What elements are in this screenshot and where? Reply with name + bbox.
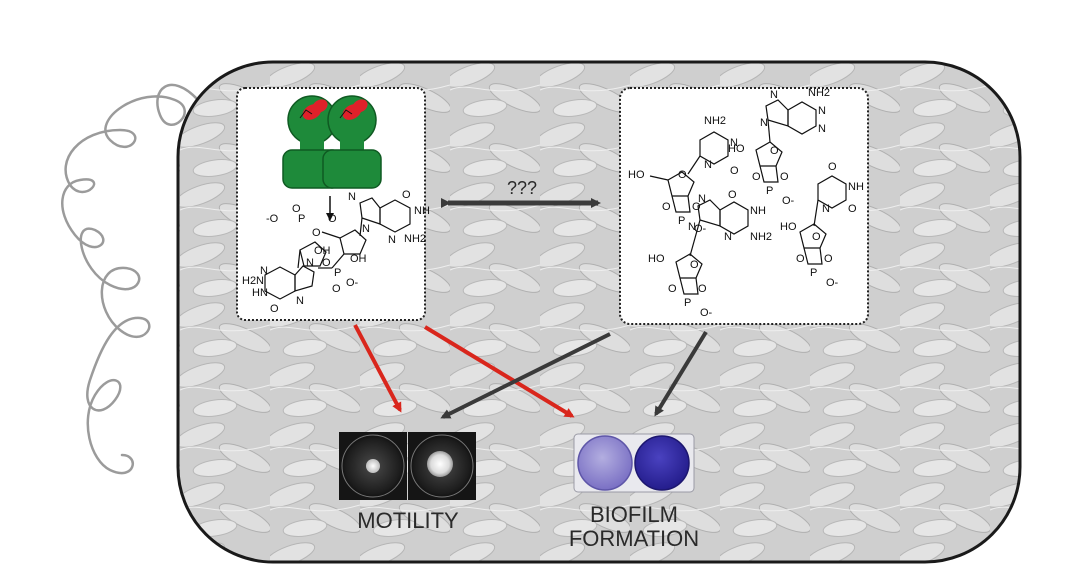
uri-atom: O	[812, 231, 821, 243]
cyto-atom: O-	[694, 223, 707, 235]
cdg-atom: O	[332, 283, 341, 295]
dark-arrow-to-biofilm	[654, 330, 708, 417]
cdg-atom: O	[328, 213, 337, 225]
guan-atom: O	[668, 283, 677, 295]
cyto-atom: HO	[628, 169, 645, 181]
guan-atom: N	[724, 231, 732, 243]
flagellum-squiggle	[61, 83, 200, 475]
guan-atom: O	[728, 189, 737, 201]
cnmp-labels: NH2 N N O HO O O O P O- NH2 N N N N HO O…	[628, 87, 864, 319]
cdg-atom: O	[292, 203, 301, 215]
cyto-atom: O	[678, 169, 687, 181]
cdg-atom: N	[388, 234, 396, 246]
guan-atom: NH	[750, 205, 766, 217]
cdg-atom: O	[270, 303, 279, 315]
aden-atom: O	[752, 171, 761, 183]
cdg-atom: H2N	[242, 275, 264, 287]
guan-atom: O	[690, 259, 699, 271]
uri-atom: O	[796, 253, 805, 265]
cdg-structure	[264, 197, 411, 300]
aden-atom: N	[818, 123, 826, 135]
cdg-atom: N	[296, 295, 304, 307]
uri-atom: NH	[848, 181, 864, 193]
cyto-atom: P	[678, 215, 685, 227]
uri-atom: O	[848, 203, 857, 215]
guan-atom: N	[698, 193, 706, 205]
cdg-atom: O	[402, 189, 411, 201]
aden-atom: N	[760, 117, 768, 129]
cyto-atom: NH2	[704, 115, 726, 127]
cdg-box	[236, 87, 426, 321]
guan-atom: NH2	[750, 231, 772, 243]
guan-atom: O-	[700, 307, 713, 319]
aden-atom: NH2	[808, 87, 830, 99]
red-arrow-to-biofilm	[423, 325, 575, 418]
cdg-atom: P	[298, 213, 305, 225]
cdg-atom: O	[312, 227, 321, 239]
aden-atom: HO	[728, 143, 745, 155]
cdg-atom: N	[306, 257, 314, 269]
uri-atom: O	[828, 161, 837, 173]
protein-dimer-icon	[282, 95, 382, 189]
cdg-labels: O NH N NH2 N N O -O P O O OH H2N N HN N …	[242, 189, 430, 315]
cdg-atom: HN	[252, 287, 268, 299]
red-arrow-to-motility	[353, 324, 402, 413]
cyto-atom: O	[730, 165, 739, 177]
aden-atom: P	[766, 185, 773, 197]
aden-atom: O	[780, 171, 789, 183]
cnmp-box	[619, 87, 869, 325]
cyto-atom: N	[730, 137, 738, 149]
cdg-atom: OH	[314, 245, 331, 257]
uri-atom: O	[824, 253, 833, 265]
crosstalk-question: ???	[507, 178, 537, 198]
cdg-atom: OH	[350, 253, 367, 265]
biofilm-label-line1: BIOFILM	[590, 502, 678, 527]
guan-atom: HO	[648, 253, 665, 265]
uri-atom: N	[822, 203, 830, 215]
cdg-atom: O	[322, 257, 331, 269]
uri-atom: O-	[826, 277, 839, 289]
cdg-atom: N	[362, 223, 370, 235]
cnmp-structures	[649, 99, 847, 295]
biofilm-wells	[573, 433, 695, 493]
cdg-atom: O-	[346, 277, 359, 289]
guan-atom: N	[688, 221, 696, 233]
uri-atom: HO	[780, 221, 797, 233]
cdg-atom: NH2	[404, 233, 426, 245]
motility-plates	[339, 432, 476, 500]
cdg-atom: NH	[414, 205, 430, 217]
aden-atom: N	[818, 105, 826, 117]
cdg-atom: N	[260, 265, 268, 277]
cyto-atom: O	[692, 201, 701, 213]
cdg-atom: -O	[266, 213, 279, 225]
aden-atom: O-	[782, 195, 795, 207]
guan-atom: P	[684, 297, 691, 309]
cdg-atom: P	[334, 267, 341, 279]
uri-atom: P	[810, 267, 817, 279]
dark-arrow-to-motility	[440, 332, 611, 419]
cyto-atom: O	[662, 201, 671, 213]
aden-atom: N	[770, 89, 778, 101]
aden-atom: O	[770, 145, 779, 157]
cyto-atom: N	[704, 159, 712, 171]
motility-label: MOTILITY	[357, 508, 459, 533]
biofilm-label-line2: FORMATION	[569, 526, 699, 551]
guan-atom: O	[698, 283, 707, 295]
cdg-atom: N	[348, 191, 356, 203]
